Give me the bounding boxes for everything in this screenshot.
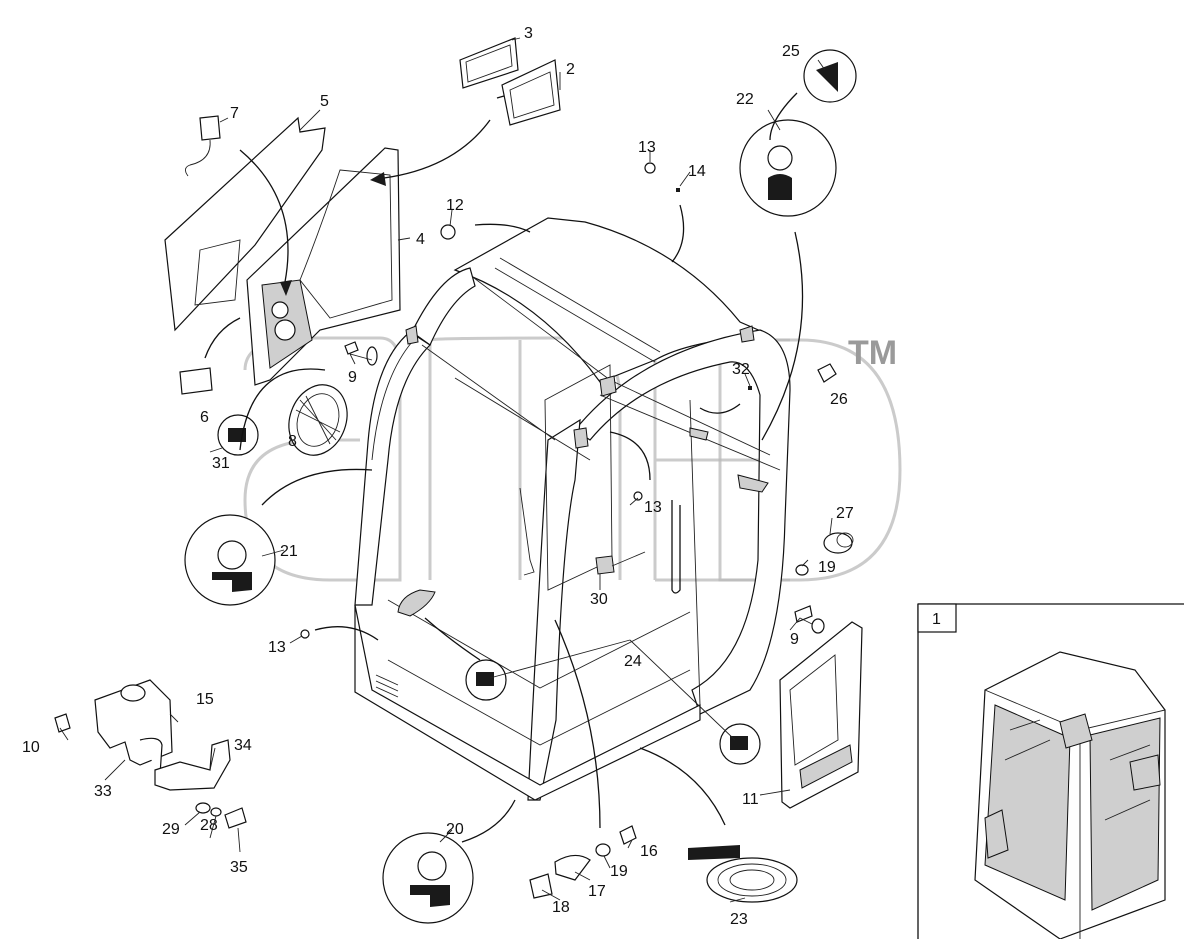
seal-roll-part — [706, 857, 798, 903]
callout-23: 23 — [730, 911, 748, 928]
callout-3: 3 — [524, 25, 533, 42]
inset-label-box — [917, 603, 957, 633]
callout-19-right: 19 — [818, 559, 836, 576]
callout-31: 31 — [212, 455, 230, 472]
callout-10: 10 — [22, 739, 40, 756]
door-assembly — [164, 116, 401, 386]
callout-4: 4 — [416, 231, 425, 248]
callout-27: 27 — [836, 505, 854, 522]
leader-lines — [59, 37, 833, 903]
callout-18: 18 — [552, 899, 570, 916]
cab-frame — [354, 217, 791, 801]
callout-13-top: 13 — [638, 139, 656, 156]
callout-9-left: 9 — [348, 369, 357, 386]
callout-35: 35 — [230, 859, 248, 876]
small-parts — [179, 115, 854, 639]
callout-28: 28 — [200, 817, 218, 834]
callout-24: 24 — [624, 653, 642, 670]
inset-label: 1 — [932, 611, 941, 628]
callout-8: 8 — [288, 433, 297, 450]
arrows — [204, 92, 804, 843]
callout-17: 17 — [588, 883, 606, 900]
bottom-parts — [529, 825, 798, 903]
right-door-panel — [779, 621, 863, 809]
bracket-assembly — [54, 679, 247, 829]
callout-13-mid: 13 — [644, 499, 662, 516]
callout-9-right: 9 — [790, 631, 799, 648]
callout-25: 25 — [782, 43, 800, 60]
callout-21: 21 — [280, 543, 298, 560]
watermark-tm: TM — [848, 334, 897, 372]
callout-7: 7 — [230, 105, 239, 122]
callout-22: 22 — [736, 91, 754, 108]
callout-26: 26 — [830, 391, 848, 408]
callout-6: 6 — [200, 409, 209, 426]
callout-20: 20 — [446, 821, 464, 838]
callout-2: 2 — [566, 61, 575, 78]
callout-labels: 2 3 4 5 6 7 8 9 9 10 11 12 13 13 13 14 1… — [22, 25, 854, 928]
inset-panel: 1 — [917, 603, 1184, 940]
callout-16: 16 — [640, 843, 658, 860]
callout-34: 34 — [234, 737, 252, 754]
callout-14: 14 — [688, 163, 706, 180]
callout-13-left: 13 — [268, 639, 286, 656]
lamp-assembly — [459, 37, 561, 126]
detail-circles — [184, 49, 857, 924]
speaker-part — [288, 384, 348, 456]
callout-12: 12 — [446, 197, 464, 214]
callout-15: 15 — [196, 691, 214, 708]
gasket-part — [459, 37, 519, 89]
callout-11: 11 — [742, 791, 759, 808]
callout-19-bottom: 19 — [610, 863, 628, 880]
callout-29: 29 — [162, 821, 180, 838]
callout-30: 30 — [590, 591, 608, 608]
callout-32: 32 — [732, 361, 750, 378]
lamp-part — [501, 59, 561, 126]
door-lock-hole — [274, 319, 296, 341]
callout-33: 33 — [94, 783, 112, 800]
seal-detail-circle — [739, 119, 837, 217]
callout-5: 5 — [320, 93, 329, 110]
door-lock-hole — [271, 301, 289, 319]
